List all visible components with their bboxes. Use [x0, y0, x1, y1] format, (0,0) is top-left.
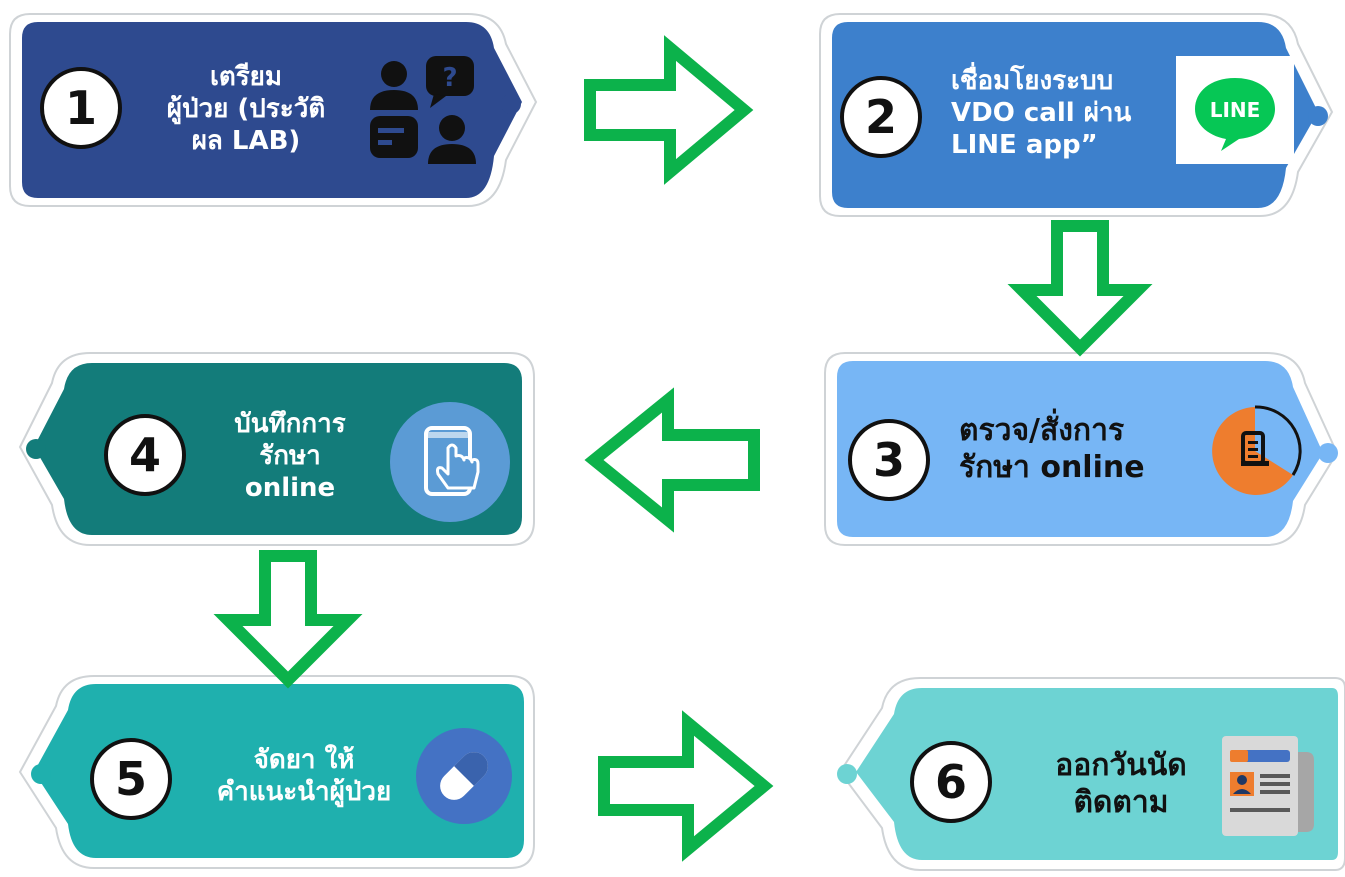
- phone-tap-icon: [390, 402, 510, 522]
- appointment-card-icon: [1222, 736, 1314, 836]
- patient-consultation-icon: ?: [370, 56, 476, 164]
- step-5-label-line: คำแนะนำผู้ป่วย: [216, 777, 392, 807]
- step-5-label-line: จัดยา ให้: [253, 745, 355, 776]
- step-4-tag: 4 บันทึกการ รักษา online: [0, 345, 550, 555]
- step-5-tag: 5 จัดยา ให้ คำแนะนำผู้ป่วย: [0, 668, 550, 877]
- step-3-label-line: รักษา online: [959, 450, 1145, 485]
- line-app-logo: LINE: [1176, 56, 1294, 164]
- step-1-tag: 1 เตรียม ผู้ป่วย (ประวัติ ผล LAB) ?: [0, 0, 555, 216]
- step-2-tag: 2 เชื่อมโยงระบบ VDO call ผ่าน LINE app” …: [810, 0, 1345, 226]
- step-6-number-badge: 6: [910, 741, 992, 823]
- step-1-label-line: ผล LAB): [191, 125, 301, 156]
- step-4-label: บันทึกการ รักษา online: [186, 379, 394, 535]
- pill-icon: [416, 728, 512, 824]
- step-2-number-badge: 2: [840, 76, 922, 158]
- step-5-label: จัดยา ให้ คำแนะนำผู้ป่วย: [176, 722, 432, 832]
- svg-text:LINE: LINE: [1210, 98, 1261, 122]
- step-6-tag-shape: [837, 677, 1345, 871]
- step-4-label-line: online: [244, 472, 336, 503]
- svg-text:?: ?: [442, 63, 457, 93]
- step-6-label-line: ติดตาม: [1073, 785, 1169, 820]
- step-2-label: เชื่อมโยงระบบ VDO call ผ่าน LINE app”: [951, 34, 1183, 194]
- step-3-tag: 3 ตรวจ/สั่งการ รักษา online: [815, 345, 1345, 555]
- step-4-label-line: รักษา: [259, 441, 321, 472]
- step-3-label: ตรวจ/สั่งการ รักษา online: [959, 390, 1199, 510]
- step-6-label-line: ออกวันนัด: [1055, 748, 1187, 784]
- arrow-left-3-to-4: [584, 387, 760, 533]
- arrow-down-4-to-5: [213, 550, 363, 689]
- step-6-label: ออกวันนัด ติดตาม: [1012, 730, 1230, 840]
- prescription-icon: [1212, 405, 1302, 495]
- step-1-label-line: เตรียม: [209, 62, 283, 93]
- step-5-number-badge: 5: [90, 738, 172, 820]
- arrow-down-2-to-3: [1007, 220, 1153, 357]
- arrow-right-5-to-6: [598, 710, 774, 862]
- arrow-right-1-to-2: [584, 35, 754, 185]
- step-4-label-line: บันทึกการ: [234, 409, 346, 440]
- step-2-label-line: LINE app”: [951, 129, 1098, 160]
- step-2-label-line: VDO call ผ่าน: [951, 98, 1132, 129]
- step-1-number-badge: 1: [40, 67, 122, 149]
- step-6-tag: 6 ออกวันนัด ติดตาม: [810, 668, 1345, 877]
- step-4-number-badge: 4: [104, 414, 186, 496]
- step-1-label: เตรียม ผู้ป่วย (ประวัติ ผล LAB): [130, 30, 362, 190]
- step-3-number-badge: 3: [848, 419, 930, 501]
- step-1-label-line: ผู้ป่วย (ประวัติ: [166, 94, 326, 125]
- step-3-tag-shape: [824, 352, 1339, 546]
- step-2-label-line: เชื่อมโยงระบบ: [951, 66, 1114, 97]
- step-5-tag-shape: [18, 675, 535, 869]
- step-3-label-line: ตรวจ/สั่งการ: [959, 413, 1125, 449]
